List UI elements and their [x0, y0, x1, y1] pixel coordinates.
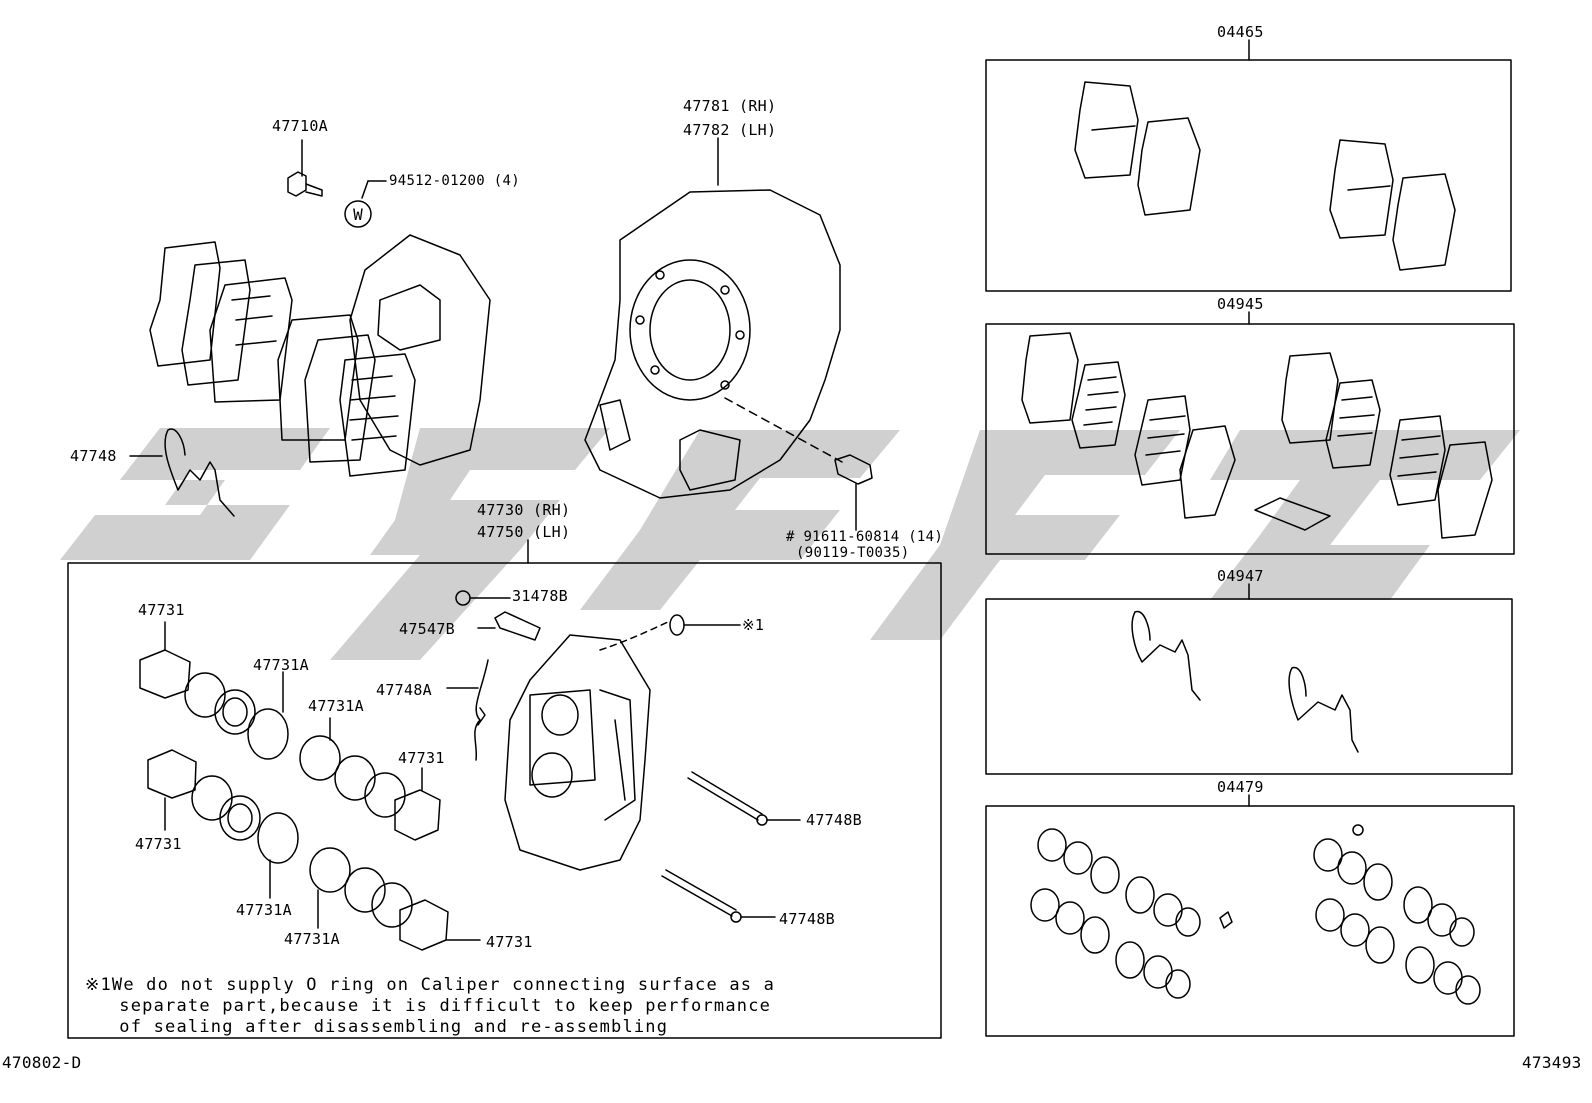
part-47731a-label-4: 47731A [284, 930, 340, 948]
o-ring-note: ※1We do not supply O ring on Caliper con… [85, 975, 775, 1038]
note-ref-label: ※1 [742, 616, 765, 634]
diagram-code-left: 470802-D [2, 1053, 82, 1072]
bolt-47710a-icon [287, 139, 323, 197]
part-90119-label: (90119-T0035) [796, 545, 910, 561]
part-47731a-label-1: 47731A [253, 656, 309, 674]
part-47782-label: 47782 (LH) [683, 121, 777, 139]
washer-icon [344, 200, 372, 228]
part-47710a-label: 47710A [272, 117, 328, 135]
part-47748b-label-2: 47748B [779, 910, 835, 928]
part-47781-label: 47781 (RH) [683, 97, 777, 115]
note-line-1: ※1We do not supply O ring on Caliper con… [85, 975, 776, 995]
part-91611-label: # 91611-60814 (14) [786, 529, 944, 545]
dust-shield-icon [584, 137, 841, 499]
part-47731a-label-3: 47731A [236, 901, 292, 919]
kit-04465-pads-icon [1074, 81, 1456, 271]
kit-04479-seals-icon [1030, 824, 1481, 1005]
part-47547b-label: 47547B [399, 620, 455, 638]
o-ring-icon [669, 614, 685, 636]
part-47748-label: 47748 [70, 447, 117, 465]
pad-pin-lower-icon [661, 869, 776, 923]
mounting-bolt-icon [834, 454, 873, 531]
part-31478b-label: 31478B [512, 587, 568, 605]
part-47731-label-1: 47731 [138, 601, 185, 619]
kit-04465-label: 04465 [1217, 23, 1264, 41]
bleeder-plug-icon [494, 611, 541, 641]
washer-label: W [353, 205, 363, 224]
kit-box-04947 [985, 598, 1513, 775]
kit-04945-shims-icon [1021, 332, 1493, 539]
part-47731-label-4: 47731 [486, 933, 533, 951]
part-47731a-label-2: 47731A [308, 697, 364, 715]
kit-04479-label: 04479 [1217, 778, 1264, 796]
caliper-body-icon [504, 634, 651, 871]
part-47750-label: 47750 (LH) [477, 523, 571, 541]
kit-04947-label: 04947 [1217, 567, 1264, 585]
diagram-code-right: 473493 [1522, 1053, 1582, 1072]
kit-box-04945 [985, 323, 1515, 555]
note-line-2: separate part,because it is difficult to… [85, 996, 772, 1016]
part-47731-label-2: 47731 [398, 749, 445, 767]
part-47748b-label-1: 47748B [806, 811, 862, 829]
pad-spring-47748-icon [129, 428, 235, 517]
piston-set-lower-icon [147, 749, 481, 951]
kit-box-04479 [985, 805, 1515, 1037]
pad-spring-47748a-icon [446, 659, 489, 761]
part-47731-label-3: 47731 [135, 835, 182, 853]
note-line-3: of sealing after disassembling and re-as… [85, 1017, 669, 1037]
piston-set-upper-icon [139, 621, 441, 841]
kit-04945-label: 04945 [1217, 295, 1264, 313]
part-47730-label: 47730 (RH) [477, 501, 571, 519]
part-47748a-label: 47748A [376, 681, 432, 699]
pad-pin-upper-icon [687, 771, 801, 826]
kit-04947-springs-icon [1131, 610, 1359, 753]
part-94512-label: 94512-01200 (4) [389, 173, 520, 189]
brake-pad-set-icon [149, 234, 491, 477]
caliper-assembly-box [67, 562, 942, 1039]
